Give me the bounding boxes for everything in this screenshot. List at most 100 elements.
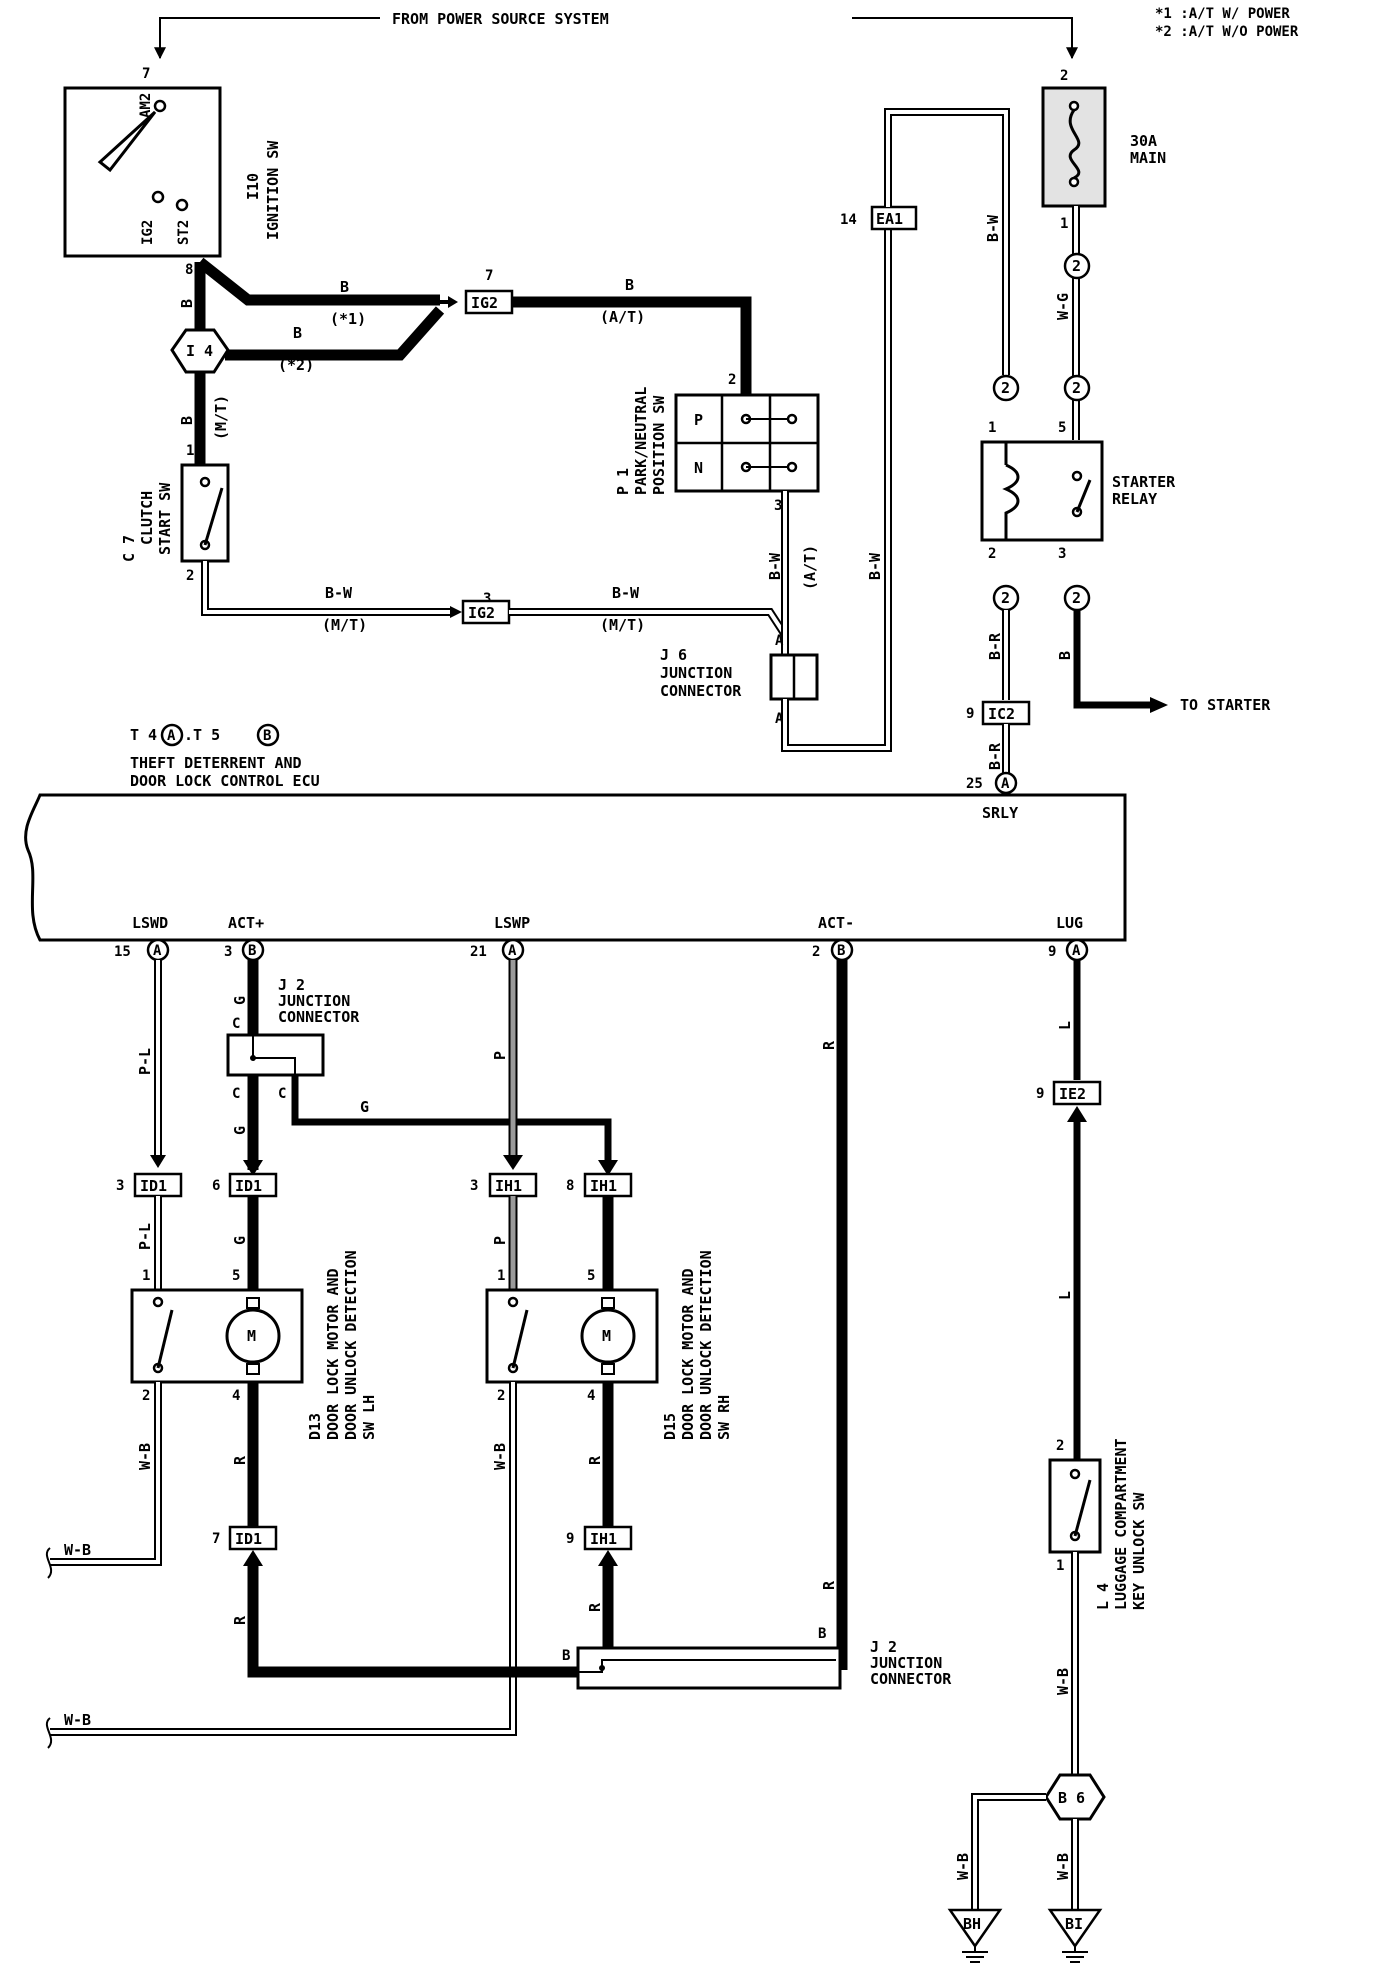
svg-text:B: B <box>562 1648 570 1664</box>
ignition-pin7: 7 <box>142 66 150 82</box>
wire-bw-ea1-to-relay <box>884 108 1010 375</box>
svg-text:IC2: IC2 <box>988 705 1015 723</box>
to-starter-label: TO STARTER <box>1180 696 1271 714</box>
svg-text:9: 9 <box>1048 944 1056 960</box>
ecu-title-code: T 4 <box>130 726 157 744</box>
park-neutral-switch: P N P 1 PARK/NEUTRAL POSITION SW <box>614 387 820 495</box>
wire-label-wb7: W-B <box>1054 1853 1072 1880</box>
wire-label-bw1: B-W <box>325 584 353 602</box>
svg-text:C: C <box>278 1086 286 1102</box>
svg-text:M: M <box>602 1327 611 1345</box>
svg-text:L 4: L 4 <box>1094 1583 1112 1610</box>
svg-text:BI: BI <box>1065 1915 1083 1933</box>
svg-text:A: A <box>508 943 517 959</box>
ecu-srly-pin: 25 <box>966 776 983 792</box>
wire-label-br2: B-R <box>986 742 1004 770</box>
ie2-connector <box>1052 1080 1102 1106</box>
svg-text:B: B <box>837 943 845 959</box>
svg-text:4: 4 <box>587 1388 595 1404</box>
svg-text:C 7: C 7 <box>120 535 138 562</box>
svg-text:LUGGAGE COMPARTMENT: LUGGAGE COMPARTMENT <box>1112 1438 1130 1610</box>
ig2-top-pin: 7 <box>485 268 493 284</box>
svg-text:JUNCTION: JUNCTION <box>660 664 732 682</box>
clutch-pin2: 2 <box>186 568 194 584</box>
wire-label-wb4: W-B <box>64 1711 91 1729</box>
svg-text:A: A <box>1001 776 1010 792</box>
wire-label-g4: G <box>231 1236 249 1245</box>
wire-label-star2: (*2) <box>278 356 314 374</box>
svg-text:30A: 30A <box>1130 132 1157 150</box>
power-feed-left <box>154 17 380 60</box>
svg-text:DOOR UNLOCK DETECTION: DOOR UNLOCK DETECTION <box>697 1250 715 1440</box>
svg-text:9: 9 <box>566 1531 574 1547</box>
svg-text:D13: D13 <box>306 1413 324 1440</box>
svg-text:3: 3 <box>1058 546 1066 562</box>
wire-label-wb5: W-B <box>1054 1668 1072 1695</box>
svg-text:START SW: START SW <box>156 482 174 555</box>
svg-text:STARTER: STARTER <box>1112 473 1176 491</box>
ecu-name-2: DOOR LOCK CONTROL ECU <box>130 772 320 790</box>
svg-text:2: 2 <box>1072 257 1081 275</box>
ea1-pin: 14 <box>840 212 857 228</box>
relay-side-connector-circles: 2 2 2 2 2 <box>992 252 1091 612</box>
wire-b-at <box>512 296 752 395</box>
wire-label-relay-b: B <box>1056 651 1074 660</box>
svg-text:A: A <box>775 711 784 727</box>
wire-label-bw2: B-W <box>612 584 640 602</box>
wire-label-mt3: (M/T) <box>600 616 645 634</box>
ignition-name: IGNITION SW <box>264 140 282 240</box>
svg-text:3: 3 <box>224 944 232 960</box>
svg-text:IH1: IH1 <box>590 1177 617 1195</box>
lower-door-connectors: 7 ID1 9 IH1 <box>212 1525 633 1551</box>
ecu-lug: LUG <box>1056 914 1083 932</box>
wire-label-r4: R <box>586 1455 604 1465</box>
svg-text:DOOR LOCK MOTOR AND: DOOR LOCK MOTOR AND <box>324 1268 342 1440</box>
svg-text:A: A <box>167 728 176 744</box>
wire-label-mt1: (M/T) <box>212 395 230 440</box>
wire-wb-d15 <box>50 1382 517 1736</box>
wire-label-pl2: P-L <box>136 1223 154 1250</box>
splice-b6: B 6 <box>1044 1773 1106 1821</box>
svg-text:BH: BH <box>963 1915 981 1933</box>
svg-text:3: 3 <box>116 1178 124 1194</box>
wire-label-b1: B <box>340 278 349 296</box>
svg-text:SW LH: SW LH <box>360 1395 378 1440</box>
wire-label-r5: R <box>231 1615 249 1625</box>
ignition-st2: ST2 <box>176 220 192 245</box>
svg-text:IE2: IE2 <box>1059 1085 1086 1103</box>
svg-text:RELAY: RELAY <box>1112 490 1157 508</box>
d15-door-lock-motor-rh: 1 5 2 4 M D15 DOOR LOCK MOTOR AND DOOR U… <box>485 1250 733 1440</box>
ecu-name-1: THEFT DETERRENT AND <box>130 754 302 772</box>
wire-label-b5: B <box>625 276 634 294</box>
svg-text:B: B <box>818 1626 826 1642</box>
main-fuse: 2 1 30A MAIN <box>1041 68 1166 232</box>
wire-label-mt2: (M/T) <box>322 616 367 634</box>
svg-text:IH1: IH1 <box>590 1530 617 1548</box>
wire-label-br1: B-R <box>986 632 1004 660</box>
ecu-lswd: LSWD <box>132 914 168 932</box>
svg-text:ID1: ID1 <box>235 1530 262 1548</box>
svg-text:A: A <box>775 633 784 649</box>
svg-text:4: 4 <box>232 1388 240 1404</box>
ignition-code: I10 <box>244 173 262 200</box>
legend-note-2: *2 :A/T W/O POWER <box>1155 24 1299 40</box>
ground-bh: BH <box>947 1908 1003 1963</box>
wire-wb-to-bh <box>971 1793 1046 1910</box>
svg-text:I 4: I 4 <box>186 342 213 360</box>
svg-text:IG2: IG2 <box>471 294 498 312</box>
svg-text:EA1: EA1 <box>876 210 903 228</box>
d13-door-lock-motor-lh: 1 5 2 4 M D13 DOOR LOCK MOTOR AND DOOR U… <box>130 1250 378 1440</box>
wire-wb-d13 <box>50 1382 162 1566</box>
wire-label-wb6: W-B <box>954 1853 972 1880</box>
j6-junction-connector: A A J 6 JUNCTION CONNECTOR <box>660 633 819 727</box>
svg-text:CLUTCH: CLUTCH <box>138 491 156 545</box>
svg-text:5: 5 <box>1058 420 1066 436</box>
svg-text:6: 6 <box>212 1178 220 1194</box>
svg-text:IH1: IH1 <box>495 1177 522 1195</box>
ground-bi: BI <box>1047 1908 1103 1963</box>
ie2-pin: 9 <box>1036 1086 1044 1102</box>
wire-label-star1: (*1) <box>330 310 366 328</box>
wire-label-bw5: B-W <box>984 214 1002 242</box>
ea1-connector <box>870 205 918 231</box>
svg-text:IG2: IG2 <box>468 604 495 622</box>
